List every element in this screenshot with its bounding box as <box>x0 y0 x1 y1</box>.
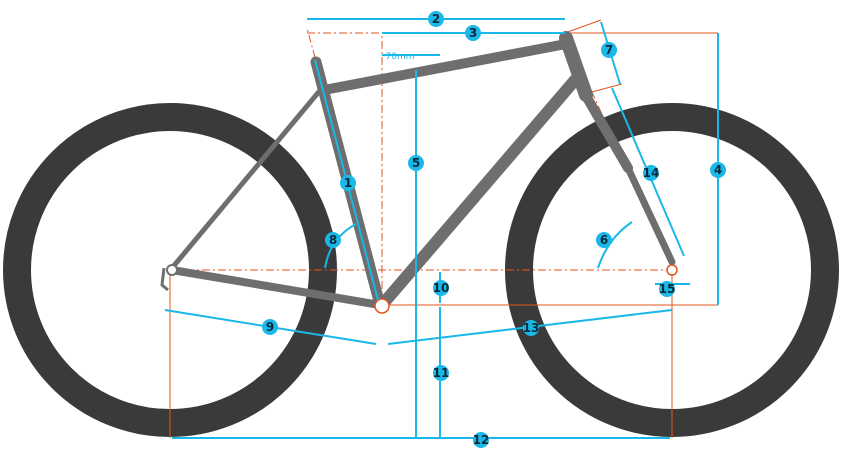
badge-6: 6 <box>596 232 612 248</box>
rear-derailleur-hanger <box>160 267 169 292</box>
badge-4: 4 <box>710 162 726 178</box>
badge-12: 12 <box>473 432 490 448</box>
head-tube <box>559 31 593 102</box>
badge-11: 11 <box>433 365 450 381</box>
svg-text:15: 15 <box>659 282 676 296</box>
badges: 1 2 3 4 5 6 7 8 9 10 11 12 13 14 15 <box>262 11 726 448</box>
svg-text:11: 11 <box>433 366 450 380</box>
seatstay <box>169 85 325 271</box>
fork-lower <box>624 164 676 266</box>
svg-text:14: 14 <box>643 166 660 180</box>
bottom-bracket <box>374 298 390 314</box>
head-tube-perp-top <box>564 19 602 34</box>
svg-text:5: 5 <box>412 156 420 170</box>
bike-frame <box>160 31 678 314</box>
badge-15: 15 <box>659 281 676 297</box>
svg-text:6: 6 <box>600 233 608 247</box>
svg-text:1: 1 <box>344 176 352 190</box>
badge-10: 10 <box>433 280 450 296</box>
badge-3: 3 <box>465 25 481 41</box>
badge-1: 1 <box>340 175 356 191</box>
svg-text:2: 2 <box>432 12 440 26</box>
offset-label: 70mm <box>386 52 415 62</box>
svg-text:8: 8 <box>329 233 337 247</box>
svg-text:10: 10 <box>433 281 450 295</box>
badge-9: 9 <box>262 319 278 335</box>
top-tube <box>319 39 571 95</box>
badge-5: 5 <box>408 155 424 171</box>
chainstay <box>168 266 384 309</box>
badge-13: 13 <box>523 320 540 336</box>
down-tube <box>376 74 581 311</box>
svg-text:13: 13 <box>523 321 540 335</box>
svg-text:3: 3 <box>469 26 477 40</box>
svg-text:12: 12 <box>473 433 490 447</box>
fork-upper <box>581 91 633 173</box>
front-dropout <box>666 264 678 276</box>
badge-2: 2 <box>428 11 444 27</box>
svg-text:7: 7 <box>605 43 613 57</box>
svg-text:4: 4 <box>714 163 722 177</box>
badge-7: 7 <box>601 42 617 58</box>
svg-text:9: 9 <box>266 320 274 334</box>
badge-8: 8 <box>325 232 341 248</box>
rear-dropout <box>166 264 178 276</box>
badge-14: 14 <box>643 165 660 181</box>
